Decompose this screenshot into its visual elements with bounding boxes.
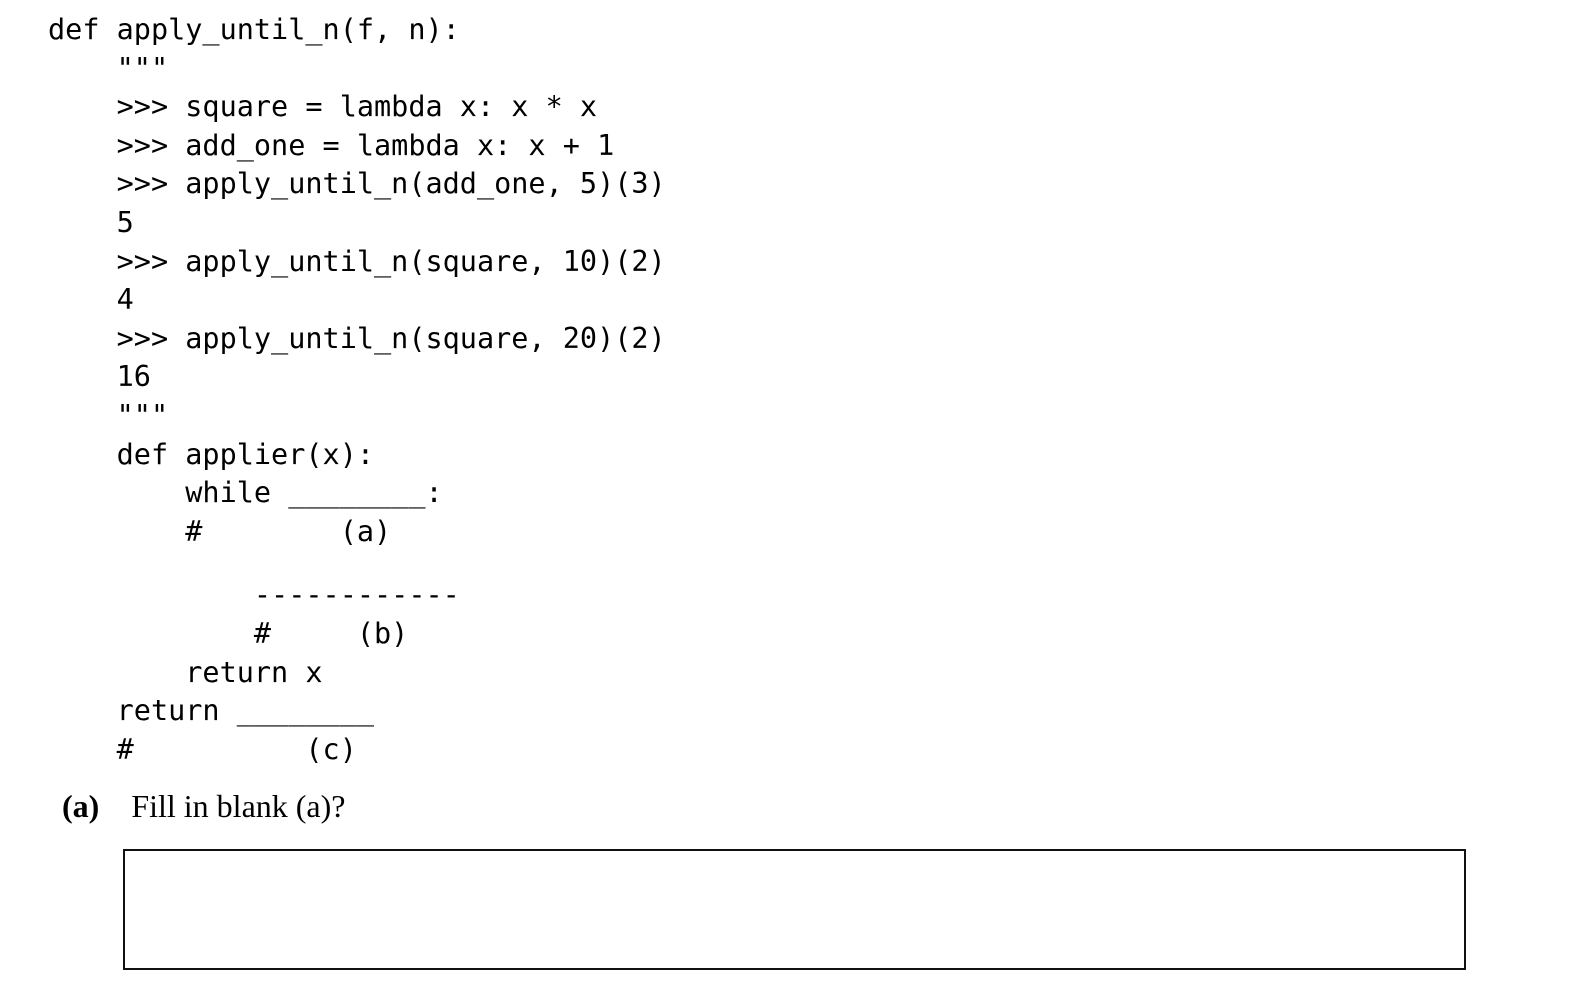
code-line-comment-a: # (a) (48, 514, 392, 548)
code-line: return x (48, 655, 323, 689)
answer-input[interactable] (123, 849, 1466, 970)
code-line: """ (48, 51, 169, 85)
question-label: (a) (62, 788, 100, 824)
code-line: >>> apply_until_n(add_one, 5)(3) (48, 167, 666, 201)
question-text: Fill in blank (a)? (131, 788, 346, 824)
code-line-comment-c: # (c) (48, 732, 357, 766)
code-line: >>> square = lambda x: x * x (48, 90, 598, 124)
code-line: >>> add_one = lambda x: x + 1 (48, 128, 615, 162)
code-line: 16 (48, 360, 151, 394)
code-line: """ (48, 398, 169, 432)
code-line: def apply_until_n(f, n): (48, 13, 460, 46)
code-line: 5 (48, 205, 134, 239)
code-line-comment-b: # (b) (48, 616, 409, 650)
code-line: >>> apply_until_n(square, 20)(2) (48, 321, 666, 355)
code-line: def applier(x): (48, 437, 375, 471)
code-line: >>> apply_until_n(square, 10)(2) (48, 244, 666, 278)
code-line: 4 (48, 283, 134, 317)
code-block: def apply_until_n(f, n): """ >>> square … (48, 11, 666, 769)
code-line-blank-b: ------------ (48, 578, 460, 612)
question-row: (a) Fill in blank (a)? (62, 786, 345, 826)
code-line-empty (48, 551, 666, 576)
code-line-blank-c: return ________ (48, 694, 375, 728)
code-line-blank-a: while ________: (48, 476, 443, 510)
